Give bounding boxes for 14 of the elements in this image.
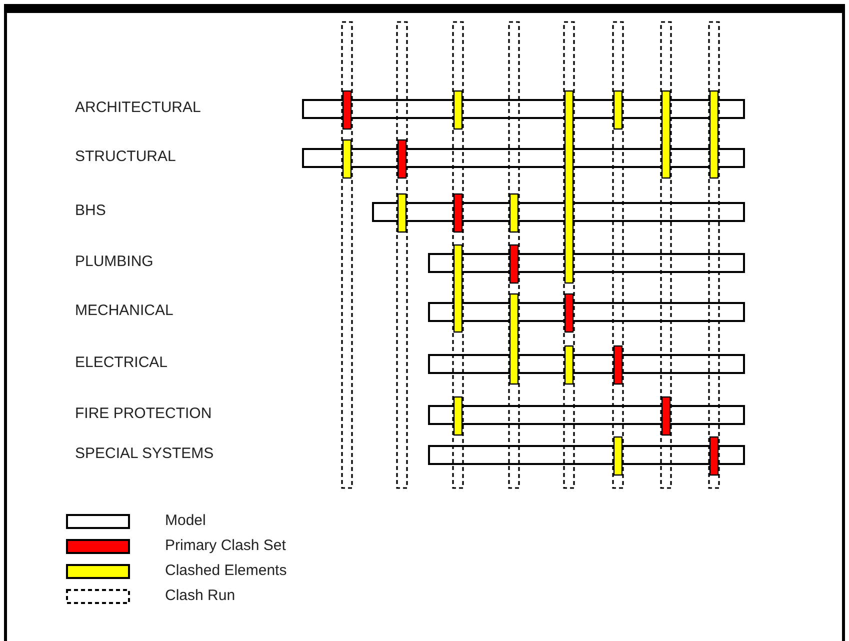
discipline-label: ELECTRICAL: [75, 354, 168, 371]
discipline-label: SPECIAL SYSTEMS: [75, 445, 214, 462]
legend-label: Model: [165, 512, 206, 529]
legend-label: Primary Clash Set: [165, 537, 286, 554]
model-bar: [428, 445, 745, 465]
discipline-label: MECHANICAL: [75, 302, 174, 319]
discipline-label: PLUMBING: [75, 253, 154, 270]
discipline-label: BHS: [75, 202, 106, 219]
model-bar: [428, 405, 745, 425]
discipline-label: ARCHITECTURAL: [75, 99, 201, 116]
discipline-label: STRUCTURAL: [75, 148, 176, 165]
legend-label: Clashed Elements: [165, 562, 287, 579]
legend-label: Clash Run: [165, 587, 236, 604]
discipline-label: FIRE PROTECTION: [75, 405, 212, 422]
